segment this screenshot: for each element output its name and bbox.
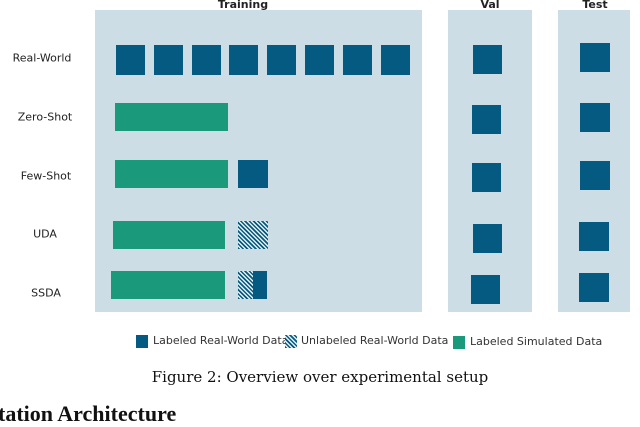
real-world-square xyxy=(229,45,259,75)
zero-shot-sim-bar xyxy=(115,103,228,131)
real-world-square xyxy=(153,45,183,75)
val-square xyxy=(472,105,501,134)
real-world-square xyxy=(191,45,221,75)
test-header: Test xyxy=(582,0,608,11)
uda-unlabeled-square xyxy=(238,221,268,249)
legend-labeled-sim: Labeled Simulated Data xyxy=(470,335,603,348)
test-square xyxy=(580,103,610,132)
real-world-square xyxy=(305,45,334,75)
real-world-square xyxy=(116,45,145,75)
val-header: Val xyxy=(480,0,500,11)
few-shot-sim-bar xyxy=(115,160,228,188)
val-square xyxy=(473,45,502,74)
row-label-zero-shot: Zero-Shot xyxy=(17,110,73,124)
real-world-square xyxy=(342,45,372,75)
val-square xyxy=(471,275,500,304)
legend-unlabeled-real-swatch xyxy=(285,335,297,348)
legend-labeled-sim-swatch xyxy=(453,336,465,349)
row-label-few-shot: Few-Shot xyxy=(20,169,72,183)
test-square xyxy=(579,273,609,302)
ssda-unlabeled-part xyxy=(238,271,253,299)
ssda-sim-bar xyxy=(111,271,225,299)
row-label-real-world: Real-World xyxy=(12,51,72,65)
section-heading-partial: tation Architecture xyxy=(0,401,177,426)
val-square xyxy=(473,224,502,253)
few-shot-real-square xyxy=(238,160,268,188)
row-label-ssda: SSDA xyxy=(31,286,61,300)
training-header: Training xyxy=(217,0,269,11)
real-world-square xyxy=(380,45,410,75)
figure-caption: Figure 2: Overview over experimental set… xyxy=(151,368,489,386)
val-square xyxy=(472,163,501,192)
ssda-labeled-part xyxy=(253,271,267,299)
legend-unlabeled-real: Unlabeled Real-World Data xyxy=(301,334,449,347)
row-label-uda: UDA xyxy=(33,227,57,241)
test-square xyxy=(580,43,610,72)
test-square xyxy=(580,161,610,190)
legend-labeled-real-swatch xyxy=(136,335,148,348)
uda-sim-bar xyxy=(113,221,225,249)
legend-labeled-real: Labeled Real-World Data xyxy=(153,334,289,347)
test-square xyxy=(579,222,609,251)
real-world-square xyxy=(267,45,297,75)
